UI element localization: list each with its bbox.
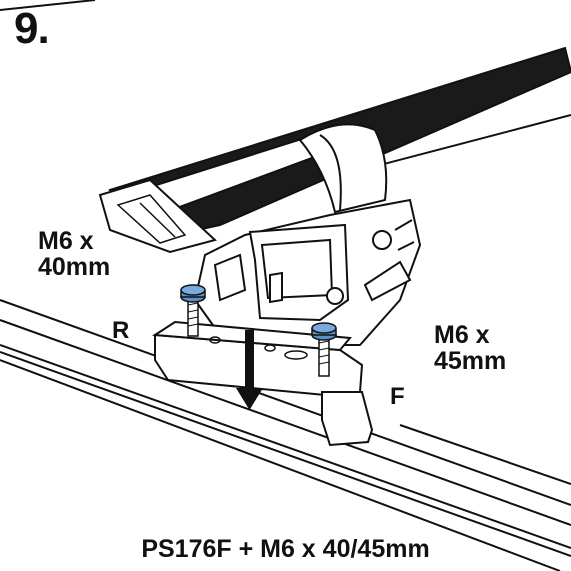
roof-rail [0, 299, 571, 571]
front-marker-label: F [390, 383, 405, 410]
bar-back-line [379, 114, 571, 166]
bolt-rear-size-label: M6 x 40mm [38, 227, 111, 282]
rear-marker-label: R [112, 317, 130, 344]
corner-line [0, 0, 96, 11]
bolt-front [311, 322, 337, 377]
base-plate [151, 320, 374, 447]
parts-caption: PS176F + M6 x 40/45mm [141, 535, 430, 563]
arrow-down-icon [236, 330, 263, 410]
step-number: 9. [14, 4, 50, 53]
bolt-front-size-label: M6 x 45mm [434, 321, 507, 376]
clamp-strap [298, 123, 388, 214]
foot-body [193, 198, 422, 346]
bolt-rear [180, 284, 206, 337]
